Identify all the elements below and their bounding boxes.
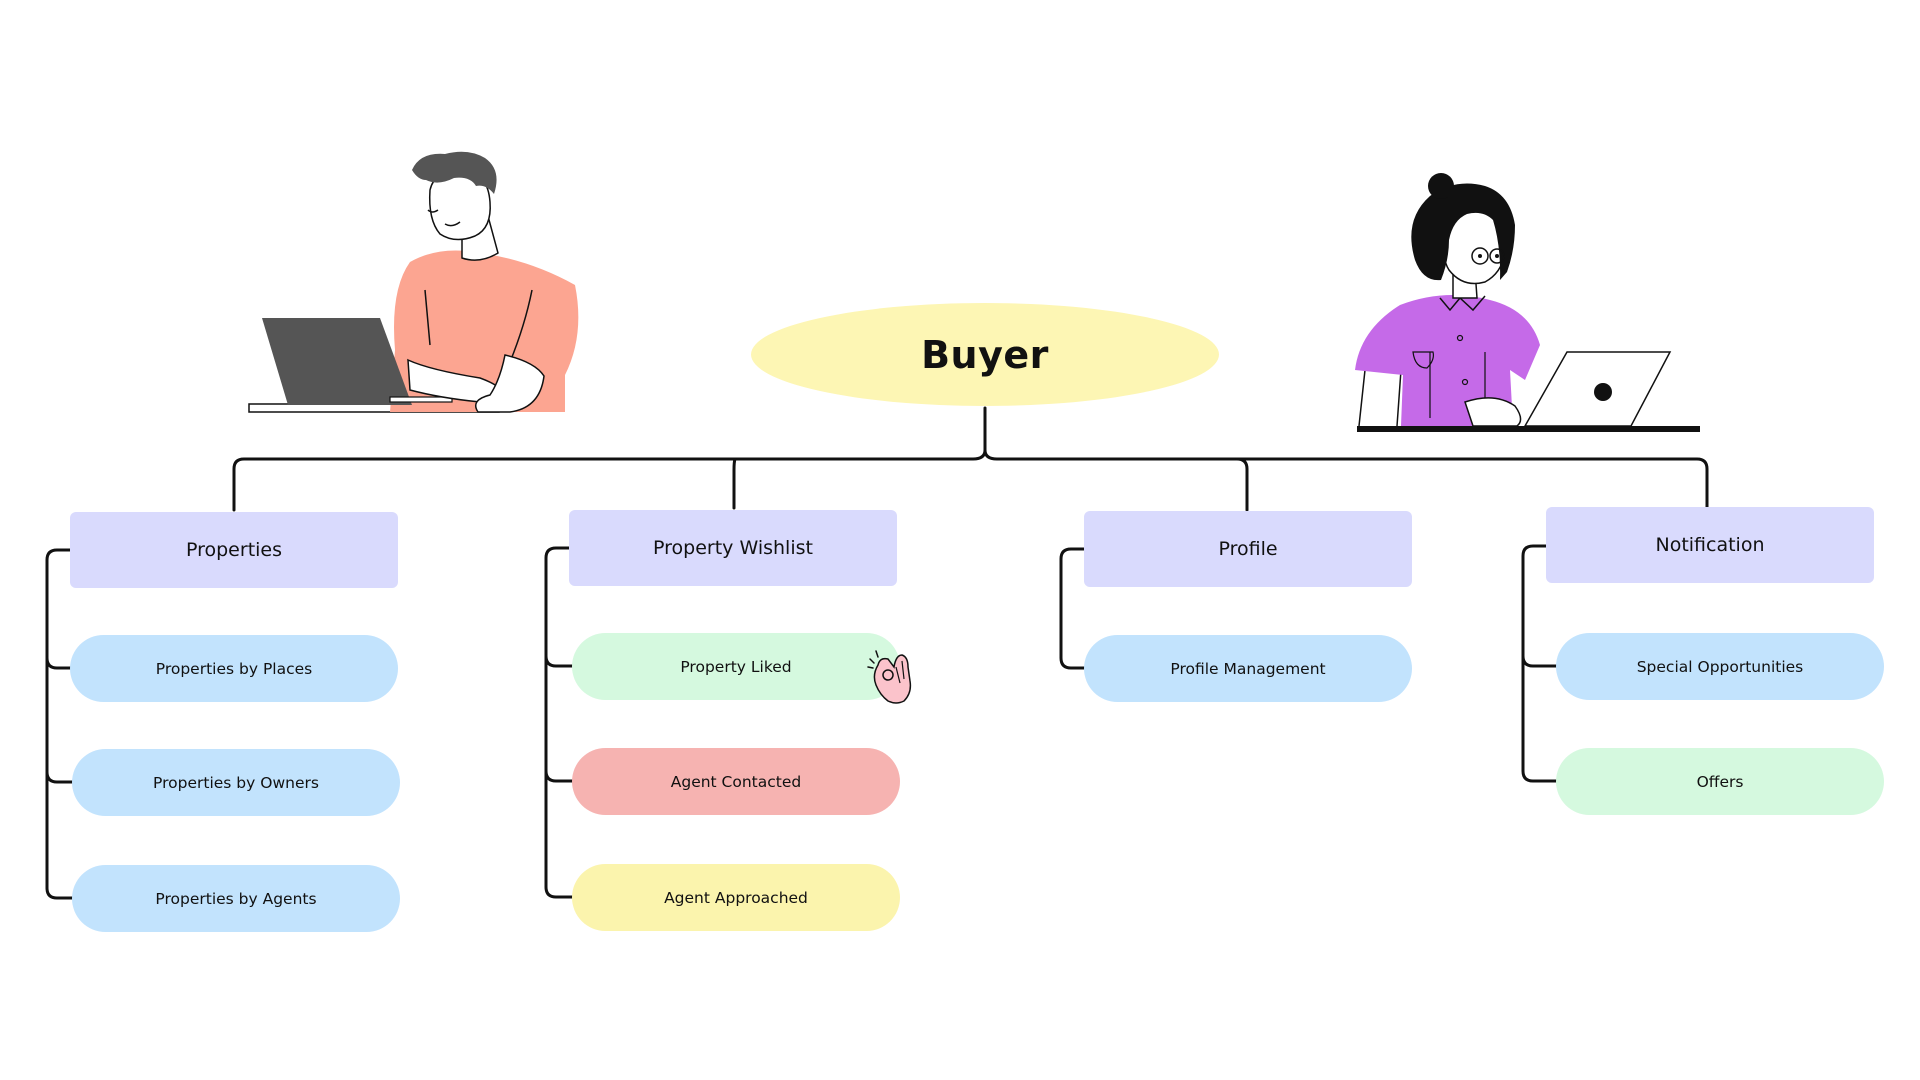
children-line-profile bbox=[1059, 547, 1086, 670]
item-property-liked[interactable]: Property Liked bbox=[572, 633, 900, 700]
item-agent-contacted[interactable]: Agent Contacted bbox=[572, 748, 900, 815]
child-line-owners bbox=[45, 770, 74, 784]
child-line-contacted bbox=[544, 769, 574, 783]
children-line-properties bbox=[45, 548, 74, 900]
category-property-wishlist[interactable]: Property Wishlist bbox=[569, 510, 897, 586]
woman-at-laptop-illustration bbox=[1355, 173, 1700, 432]
child-line-special bbox=[1521, 654, 1558, 668]
child-line-places bbox=[45, 656, 72, 670]
branch-line-properties bbox=[232, 448, 987, 512]
item-offers[interactable]: Offers bbox=[1556, 748, 1884, 815]
children-line-notification bbox=[1521, 544, 1558, 783]
branch-line-notification bbox=[1235, 457, 1709, 509]
branch-line-wishlist bbox=[732, 457, 737, 510]
man-at-laptop-illustration bbox=[248, 151, 579, 413]
category-notification[interactable]: Notification bbox=[1546, 507, 1874, 583]
item-special-opportunities[interactable]: Special Opportunities bbox=[1556, 633, 1884, 700]
item-agent-approached[interactable]: Agent Approached bbox=[572, 864, 900, 931]
item-properties-by-places[interactable]: Properties by Places bbox=[70, 635, 398, 702]
item-properties-by-owners[interactable]: Properties by Owners bbox=[72, 749, 400, 816]
ok-hand-icon bbox=[867, 650, 912, 704]
children-line-wishlist bbox=[544, 546, 574, 899]
branch-line-profile bbox=[983, 448, 1249, 512]
item-properties-by-agents[interactable]: Properties by Agents bbox=[72, 865, 400, 932]
category-profile[interactable]: Profile bbox=[1084, 511, 1412, 587]
child-line-liked bbox=[544, 654, 574, 668]
category-properties[interactable]: Properties bbox=[70, 512, 398, 588]
item-profile-management[interactable]: Profile Management bbox=[1084, 635, 1412, 702]
root-node-buyer[interactable]: Buyer bbox=[751, 303, 1219, 406]
